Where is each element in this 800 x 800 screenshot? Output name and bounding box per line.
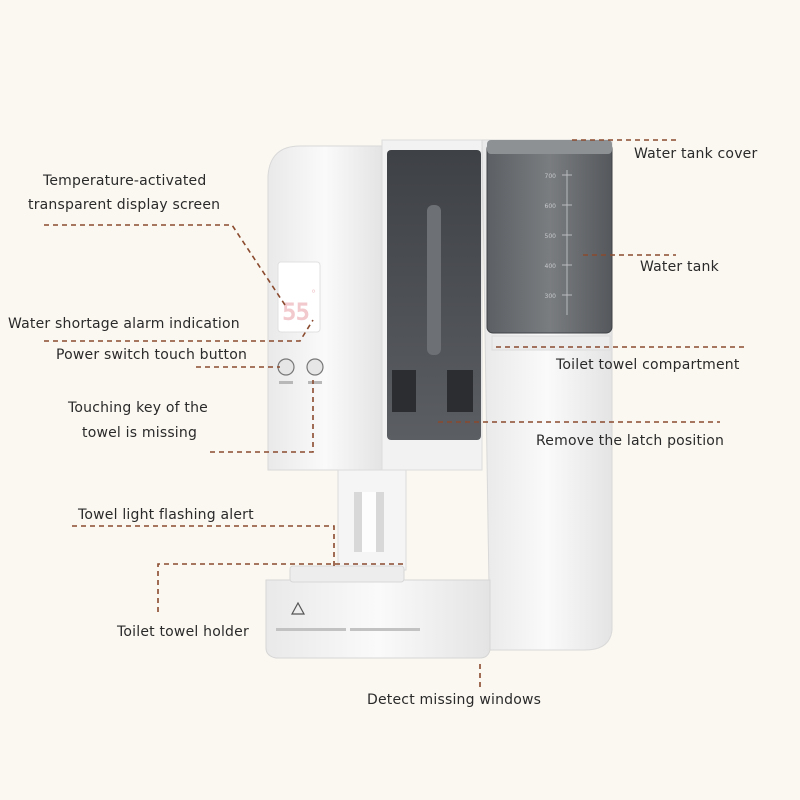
leader-lines (44, 139, 748, 690)
tank-scale-label: 300 (545, 293, 557, 300)
base-caption-2 (350, 628, 420, 631)
label-remove-latch: Remove the latch position (536, 433, 725, 449)
label-water-shortage-alarm: Water shortage alarm indication (8, 316, 240, 332)
leader-water-shortage (44, 319, 314, 342)
button-caption-right (308, 381, 322, 384)
water-tank-lid (487, 140, 612, 154)
label-toilet-towel-compartment: Toilet towel compartment (556, 357, 740, 373)
label-detect-missing-windows: Detect missing windows (367, 692, 542, 708)
label-water-tank: Water tank (640, 259, 719, 275)
tank-scale-label: 500 (545, 233, 557, 240)
leader-toilet-towel-holder (157, 563, 406, 612)
towel-key-icon[interactable] (306, 358, 324, 376)
tank-scale: 700 600 500 400 300 (545, 173, 572, 300)
leader-towel-light (72, 525, 335, 566)
label-touching-key-line2: towel is missing (82, 425, 198, 441)
button-caption-left (279, 381, 293, 384)
latch-right (447, 370, 473, 412)
warning-icon (290, 601, 306, 615)
tank-scale-label: 400 (545, 263, 557, 270)
display-unit: ° (311, 289, 316, 300)
power-button-icon[interactable] (277, 358, 295, 376)
label-towel-light-alert: Towel light flashing alert (78, 507, 254, 523)
towel-holder-tray (289, 565, 405, 583)
leader-display-screen (44, 224, 286, 306)
label-display-screen-line1: Temperature-activated (43, 173, 207, 189)
base-caption (276, 628, 346, 631)
label-touching-key-line1: Touching key of the (68, 400, 208, 416)
tank-scale-label: 700 (545, 173, 557, 180)
tank-scale-label: 600 (545, 203, 557, 210)
display-digits: 55 (282, 298, 309, 326)
leader-touching-key (210, 380, 314, 453)
tower-collar (491, 335, 611, 351)
label-toilet-towel-holder: Toilet towel holder (117, 624, 249, 640)
towel-holder-base (265, 579, 491, 659)
latch-left (392, 370, 416, 412)
towel-strip (362, 492, 376, 552)
display-screen (277, 261, 321, 333)
label-power-switch: Power switch touch button (56, 347, 248, 363)
label-display-screen-line2: transparent display screen (28, 197, 221, 213)
window-rod (427, 205, 441, 355)
label-water-tank-cover: Water tank cover (634, 146, 758, 162)
